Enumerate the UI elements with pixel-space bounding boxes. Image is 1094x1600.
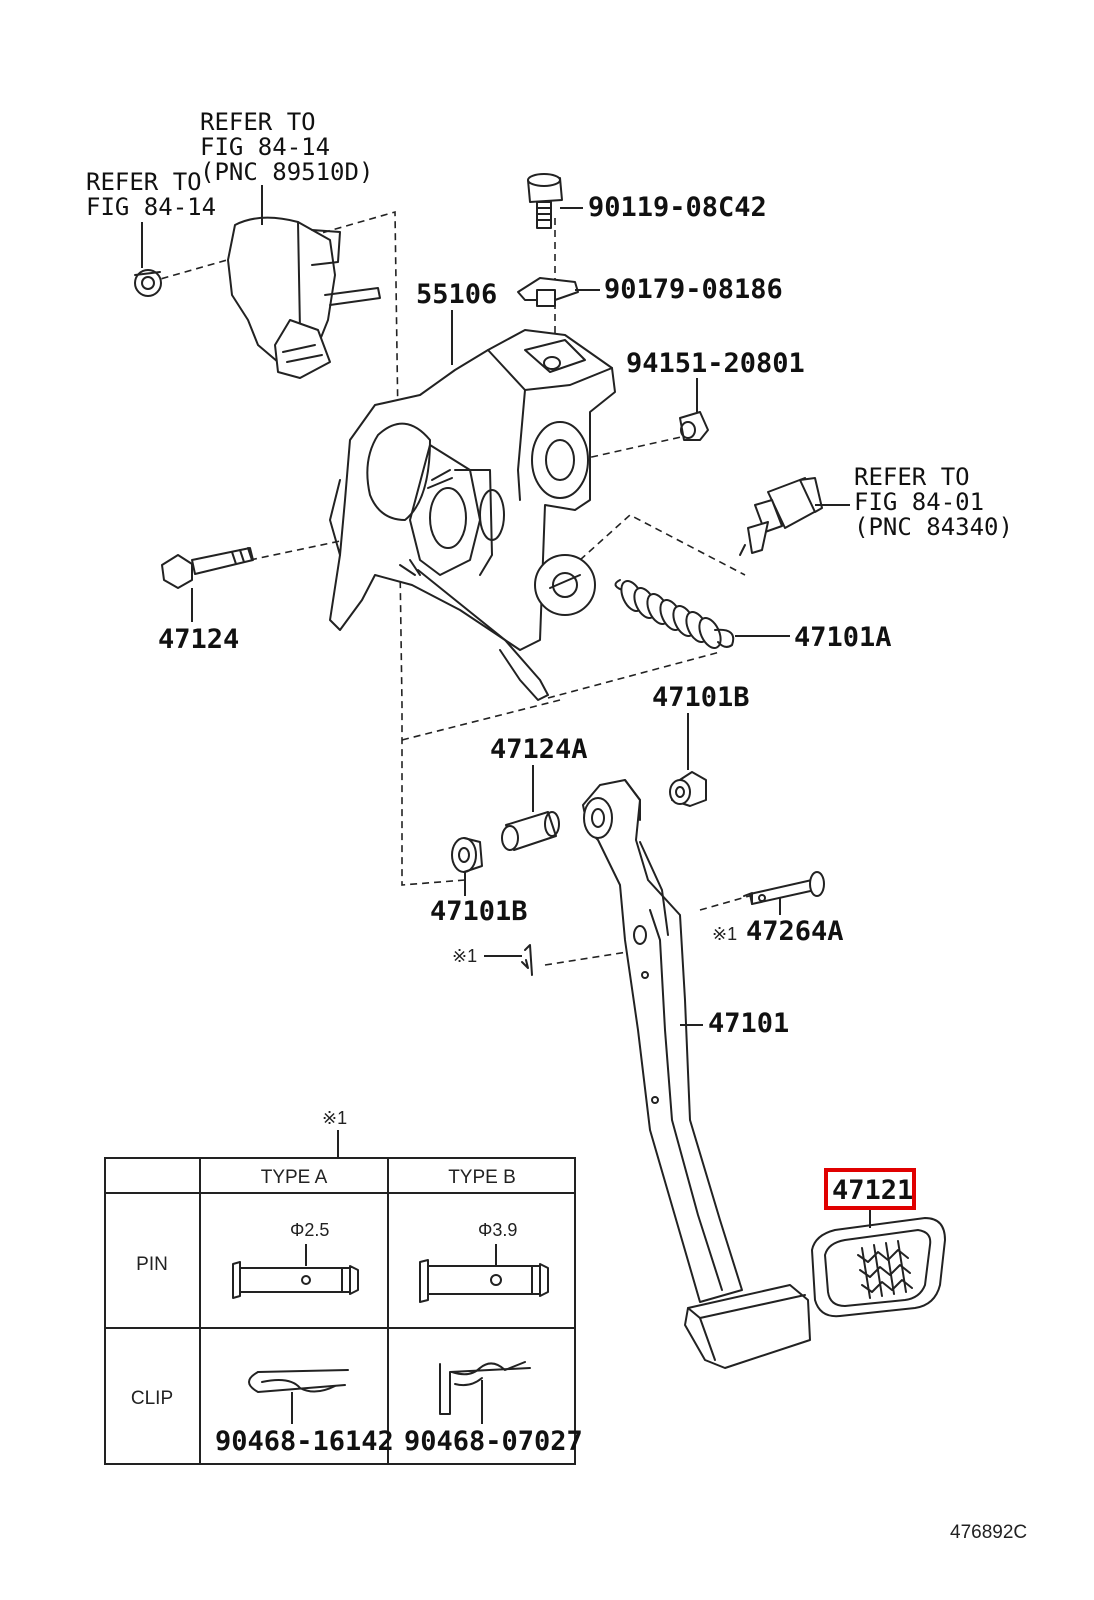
label-47124: 47124 — [158, 624, 239, 655]
label-55106: 55106 — [416, 279, 497, 310]
leader-lines — [141, 185, 871, 1228]
label-47264A: 47264A — [746, 916, 844, 947]
dim-type-b: Φ3.9 — [478, 1220, 517, 1240]
dim-type-a: Φ2.5 — [290, 1220, 329, 1240]
label-47101: 47101 — [708, 1008, 789, 1039]
label-94151-20801: 94151-20801 — [626, 348, 805, 379]
bushing-left-part — [451, 837, 483, 873]
right-nut-part — [679, 411, 709, 441]
switch-ref-line1: REFER TO — [854, 463, 970, 491]
switch-ref-line3: (PNC 84340) — [854, 513, 1013, 541]
clip-part — [521, 944, 533, 976]
label-47124A: 47124A — [490, 734, 588, 765]
row-pin: PIN — [136, 1254, 168, 1275]
top-washer-part — [517, 277, 579, 307]
label-90179-08186: 90179-08186 — [604, 274, 783, 305]
nut-ref-line2: FIG 84-14 — [86, 193, 216, 221]
clip-part-number-b: 90468-07027 — [404, 1426, 583, 1457]
row-clip: CLIP — [131, 1388, 173, 1409]
sensor-nut — [134, 269, 162, 297]
pin-type-b — [419, 1244, 549, 1303]
clip-type-a — [248, 1369, 349, 1424]
label-47101A: 47101A — [794, 622, 892, 653]
bushing-right-part — [669, 771, 707, 807]
long-bolt-part — [161, 547, 254, 589]
sensor-ref-line2: FIG 84-14 — [200, 133, 330, 161]
sensor-ref-line1: REFER TO — [200, 108, 316, 136]
label-47121: 47121 — [832, 1175, 913, 1206]
collar-part — [501, 811, 560, 851]
column-type-a: TYPE A — [261, 1167, 328, 1188]
clip-part-number-a: 90468-16142 — [215, 1426, 394, 1457]
top-bolt-part — [527, 173, 563, 229]
switch-ref-line2: FIG 84-01 — [854, 488, 984, 516]
label-47101B-left: 47101B — [430, 896, 528, 927]
label-90119-08C42: 90119-08C42 — [588, 192, 767, 223]
callout-labels: REFER TO FIG 84-14 (PNC 89510D) REFER TO… — [86, 108, 1013, 1206]
label-pin-mark: ※1 — [712, 924, 737, 944]
highlight-box — [824, 1168, 916, 1210]
pedal-pad-part — [811, 1217, 946, 1318]
pedal-sensor-part — [227, 216, 381, 379]
pedal-arm-part — [582, 779, 811, 1369]
bracket-part — [329, 329, 616, 701]
clevis-pin-part — [743, 871, 825, 905]
sensor-ref-line3: (PNC 89510D) — [200, 158, 373, 186]
clip-type-b — [439, 1361, 531, 1424]
return-spring-part — [614, 579, 735, 649]
column-type-b: TYPE B — [448, 1167, 516, 1188]
pin-type-a — [232, 1244, 359, 1299]
pin-clip-table: ※1 TYPE A TYPE B PIN CLIP Φ2.5 Φ3.9 — [104, 1108, 583, 1465]
stop-switch-part — [739, 477, 823, 556]
nut-ref-line1: REFER TO — [86, 168, 202, 196]
label-47101B-right: 47101B — [652, 682, 750, 713]
label-clip-mark: ※1 — [452, 946, 477, 966]
table-marker: ※1 — [322, 1108, 347, 1128]
figure-id: 476892C — [950, 1522, 1027, 1543]
